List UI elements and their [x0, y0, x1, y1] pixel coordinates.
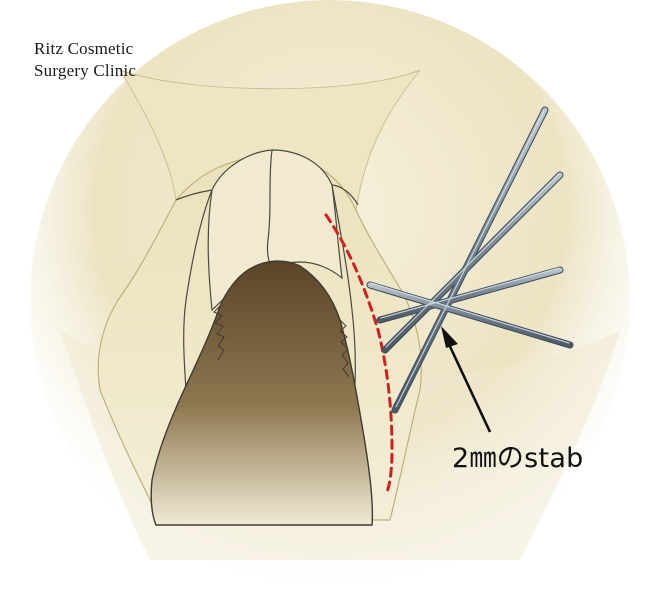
osteotome-needle-icon [366, 106, 574, 414]
piriform-aperture [150, 260, 374, 526]
arrow-up-left-icon [441, 326, 492, 433]
stab-label: 2㎜のstab [452, 443, 584, 474]
clinic-watermark: Ritz Cosmetic Surgery Clinic [34, 38, 136, 82]
clinic-name-line2: Surgery Clinic [34, 61, 137, 80]
osteotomy-dashed-line [324, 213, 394, 497]
clinic-name-line1: Ritz Cosmetic [34, 39, 134, 58]
